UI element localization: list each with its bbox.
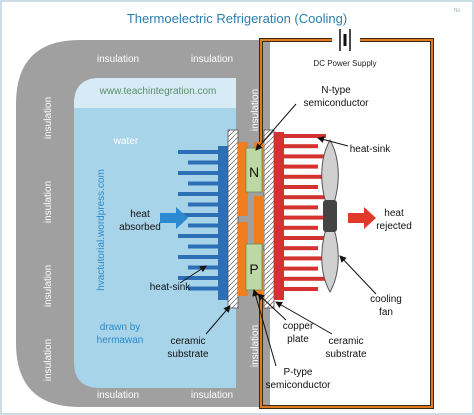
heatsink-fin	[284, 276, 326, 281]
heatsink-fin	[178, 213, 218, 217]
insulation-label: insulation	[43, 265, 54, 307]
heatsink-fin	[188, 244, 218, 249]
heatsink-fin	[188, 286, 218, 291]
p-label: P	[249, 261, 258, 277]
heatsink-fin	[284, 164, 318, 169]
credit-line: hermawan	[97, 335, 144, 346]
diagram-title: Thermoelectric Refrigeration (Cooling)	[127, 11, 347, 26]
heatsink-fin	[284, 185, 318, 189]
fan-pointer	[339, 255, 377, 295]
copper-plate-top	[238, 142, 248, 216]
blog-url-label: hvactutorial.wordpress.com	[96, 169, 107, 291]
heatsink-fin	[284, 246, 318, 251]
hot-ceramic-substrate	[263, 129, 275, 309]
heatsink-fin	[188, 160, 218, 165]
insulation-label: insulation	[250, 325, 261, 367]
heat-absorbed-label: heat	[130, 209, 150, 220]
power-supply-label: DC Power Supply	[313, 59, 376, 68]
heatsink-fin	[284, 154, 326, 159]
water-surface	[74, 78, 236, 108]
p-type-callout: P-type	[284, 367, 313, 378]
heatsink-fin	[188, 202, 218, 207]
heatsink-fin	[178, 276, 218, 280]
insulation-labels: insulation insulation insulation insulat…	[43, 54, 261, 401]
n-type-block	[245, 147, 263, 193]
heatsink-fin	[284, 236, 326, 240]
credit-line: drawn by	[100, 322, 141, 333]
ceramic-left-callout: ceramic	[170, 336, 205, 347]
heat-rejected-arrow	[348, 207, 376, 229]
heatsink-fin	[284, 144, 318, 149]
insulation-label: insulation	[43, 97, 54, 139]
n-type-pointer	[255, 103, 297, 151]
heatsink-right-callout: heat-sink	[350, 144, 392, 155]
copper-pointer	[257, 293, 287, 321]
insulation-label: insulation	[43, 181, 54, 223]
cold-heatsink-base	[218, 146, 228, 300]
copper-plate-middle-right	[254, 196, 264, 246]
copper-callout: copper	[283, 321, 314, 332]
heatsink-left-callout: heat-sink	[150, 282, 192, 293]
p-type-callout: semiconductor	[265, 380, 331, 391]
insulation-label: insulation	[191, 390, 233, 401]
fan-blade-top	[321, 138, 339, 216]
insulation-label: insulation	[97, 54, 139, 65]
insulation-label: insulation	[191, 54, 233, 65]
hot-heatsink-fins	[284, 134, 326, 291]
website-label: www.teachintegration.com	[99, 86, 217, 97]
insulation-label: insulation	[43, 339, 54, 381]
fan-callout: cooling	[370, 294, 402, 305]
heatsink-fin	[284, 287, 318, 291]
ceramic-right-callout: ceramic	[328, 336, 363, 347]
circuit-wire	[260, 39, 433, 408]
heat-rejected-label: rejected	[376, 221, 412, 232]
hot-heatsink-base	[274, 132, 284, 300]
water-label: water	[113, 136, 139, 147]
heatsink-fin	[188, 181, 218, 186]
heatsink-fin	[284, 215, 326, 220]
insulation-label: insulation	[250, 89, 261, 131]
ceramic-right-callout: substrate	[325, 349, 367, 360]
heatsink-fin	[178, 192, 218, 196]
ceramic-left-pointer	[205, 305, 231, 335]
heat-absorbed-arrow	[160, 207, 188, 229]
copper-callout: plate	[287, 334, 309, 345]
n-type-callout: semiconductor	[303, 98, 369, 109]
heatsink-fin	[284, 195, 326, 200]
heatsink-fin	[284, 266, 318, 271]
heatsink-fin	[284, 174, 326, 179]
fan-hub	[323, 200, 337, 232]
copper-plate-bottom	[238, 222, 248, 296]
ceramic-left-callout: substrate	[167, 349, 209, 360]
heatsink-fin	[284, 205, 318, 210]
insulation-label: insulation	[97, 390, 139, 401]
heatsink-fin	[178, 171, 218, 175]
heat-rejected-label: heat	[384, 208, 404, 219]
n-label: N	[249, 164, 259, 180]
heatsink-fin	[284, 134, 326, 138]
heatsink-fin	[178, 255, 218, 259]
corner-mark: hs	[454, 8, 460, 14]
water-chamber	[74, 78, 236, 388]
heatsink-left-pointer	[179, 265, 207, 284]
heatsink-fin	[284, 256, 326, 261]
heat-absorbed-label: absorbed	[119, 222, 161, 233]
fan-callout: fan	[379, 307, 393, 318]
n-type-callout: N-type	[321, 85, 351, 96]
ceramic-right-pointer	[275, 301, 333, 335]
heatsink-fin	[178, 234, 218, 238]
heatsink-fin	[188, 223, 218, 228]
fan-blade-bottom	[321, 216, 339, 294]
heatsink-right-pointer	[317, 136, 349, 147]
heatsink-fin	[178, 150, 218, 154]
cold-ceramic-substrate	[227, 129, 239, 309]
p-type-pointer	[252, 289, 277, 367]
heatsink-fin	[284, 225, 318, 230]
